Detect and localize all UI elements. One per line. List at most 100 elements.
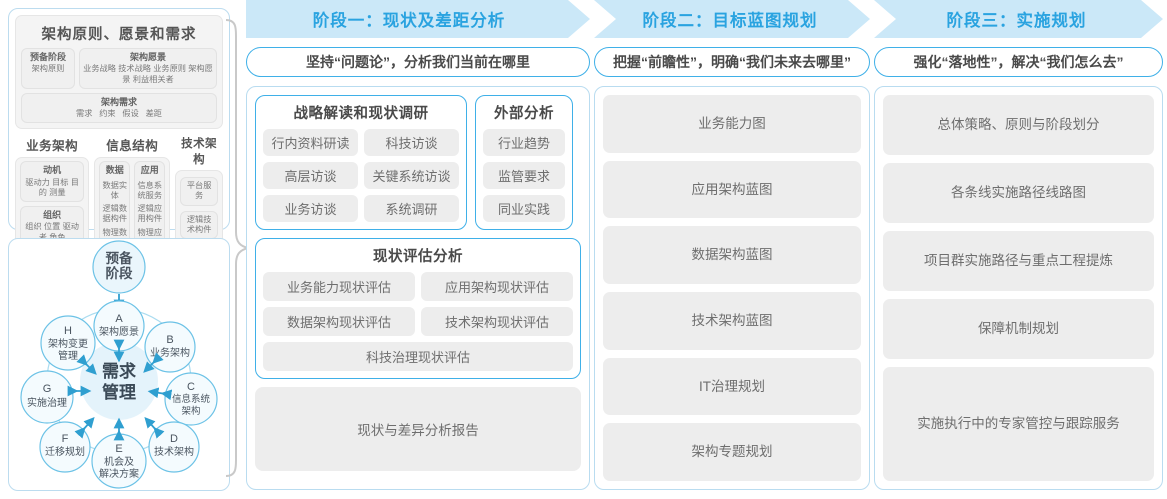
phase-2-header: 阶段二：目标蓝图规划	[594, 0, 870, 38]
chip-business-interview[interactable]: 业务访谈	[263, 195, 358, 222]
card-assurance-mechanism-planning[interactable]: 保障机制规划	[883, 298, 1154, 359]
svg-text:架构: 架构	[181, 405, 200, 417]
svg-text:F: F	[62, 433, 69, 445]
chip-industry-trend[interactable]: 行业趋势	[483, 129, 565, 156]
card-it-governance-planning[interactable]: IT治理规划	[603, 357, 861, 416]
svg-text:机会及: 机会及	[104, 455, 134, 468]
adm-cycle-diagram: 预备 阶段 需求 管理 A 架构愿景 B 业务架构 C	[20, 240, 218, 489]
phase-1-top-row: 战略解读和现状调研 行内资料研读 科技访谈 高层访谈 关键系统访谈 业务访谈 系…	[255, 95, 581, 230]
togaf-content-framework-panel: 架构原则、愿景和需求 预备阶段 架构原则 架构愿景 业务战略 技术战略 业务原则…	[8, 8, 230, 337]
motivation-items: 驱动力 目标 目的 测量	[25, 177, 79, 197]
chip-peer-practice[interactable]: 同业实践	[483, 195, 565, 222]
chip-application-architecture-assessment[interactable]: 应用架构现状评估	[421, 272, 573, 301]
architecture-vision-box: 架构愿景 业务战略 技术战略 业务原则 架构愿景 利益相关者	[79, 48, 217, 89]
architecture-vision-items: 业务战略 技术战略 业务原则 架构愿景 利益相关者	[83, 64, 213, 84]
phase-3-column: 阶段三：实施规划 强化“落地性”，解决“我们怎么去” 总体策略、原则与阶段划分 …	[874, 0, 1163, 490]
strategy-research-items: 行内资料研读 科技访谈 高层访谈 关键系统访谈 业务访谈 系统调研	[263, 129, 459, 222]
card-overall-strategy-principles-phasing[interactable]: 总体策略、原则与阶段划分	[883, 95, 1154, 155]
strategy-research-group[interactable]: 战略解读和现状调研 行内资料研读 科技访谈 高层访谈 关键系统访谈 业务访谈 系…	[255, 95, 467, 230]
svg-text:D: D	[170, 433, 178, 445]
technology-architecture-title: 技术架构	[181, 138, 218, 167]
current-state-assessment-title: 现状评估分析	[373, 249, 463, 265]
chip-data-architecture-assessment[interactable]: 数据架构现状评估	[263, 307, 415, 336]
phase-1-body: 战略解读和现状调研 行内资料研读 科技访谈 高层访谈 关键系统访谈 业务访谈 系…	[246, 86, 590, 490]
external-analysis-title: 外部分析	[494, 106, 554, 122]
phase-1-report-card[interactable]: 现状与差异分析报告	[255, 387, 581, 471]
phase-1-column: 阶段一：现状及差距分析 坚持“问题论”，分析我们当前在哪里 战略解读和现状调研 …	[246, 0, 590, 490]
organization-items: 组织 位置 驱动者 角色	[25, 222, 79, 242]
chip-technology-architecture-assessment[interactable]: 技术架构现状评估	[421, 307, 573, 336]
organization-label: 组织	[43, 210, 62, 220]
svg-text:信息系统: 信息系统	[172, 393, 211, 405]
current-state-assessment-items: 业务能力现状评估 应用架构现状评估 数据架构现状评估 技术架构现状评估 科技治理…	[263, 272, 573, 371]
prep-stage-sub: 架构原则	[31, 64, 65, 74]
data-entity-item: 数据实体	[102, 180, 128, 200]
chip-technology-governance-assessment[interactable]: 科技治理现状评估	[263, 342, 573, 371]
card-data-architecture-blueprint[interactable]: 数据架构蓝图	[603, 226, 861, 285]
motivation-label: 动机	[43, 165, 62, 176]
phase-1-header: 阶段一：现状及差距分析	[246, 0, 590, 38]
phase-3-header: 阶段三：实施规划	[874, 0, 1163, 38]
chip-internal-material-study[interactable]: 行内资料研读	[263, 129, 358, 156]
card-program-implementation-path[interactable]: 项目群实施路径与重点工程提炼	[883, 230, 1154, 291]
svg-text:B: B	[166, 334, 173, 346]
prep-stage-label: 预备阶段	[29, 52, 66, 62]
card-application-architecture-blueprint[interactable]: 应用架构蓝图	[603, 160, 861, 219]
adm-cycle-panel: 预备 阶段 需求 管理 A 架构愿景 B 业务架构 C	[8, 238, 230, 491]
svg-text:架构愿景: 架构愿景	[99, 325, 139, 338]
svg-text:C: C	[187, 381, 195, 393]
architecture-requirements-box: 架构需求 需求 约束 假设 差距	[21, 92, 217, 124]
chip-technology-interview[interactable]: 科技访谈	[364, 129, 459, 156]
logical-application-component-item: 逻辑应用构件	[137, 204, 163, 224]
chip-regulatory-requirement[interactable]: 监管要求	[483, 162, 565, 189]
card-business-line-implementation-roadmap[interactable]: 各条线实施路径线路图	[883, 162, 1154, 223]
platform-service-item: 平台服务	[180, 177, 218, 206]
svg-text:G: G	[43, 383, 52, 395]
architecture-principles-title: 架构原则、愿景和需求	[41, 27, 197, 43]
architecture-principles-group: 架构原则、愿景和需求 预备阶段 架构原则 架构愿景 业务战略 技术战略 业务原则…	[15, 15, 223, 130]
svg-text:技术架构: 技术架构	[154, 445, 194, 458]
svg-text:E: E	[115, 443, 122, 455]
architecture-requirements-label: 架构需求	[100, 96, 137, 107]
svg-text:H: H	[64, 325, 72, 337]
svg-text:解决方案: 解决方案	[99, 467, 139, 480]
phase-3-subtitle: 强化“落地性”，解决“我们怎么去”	[874, 47, 1163, 77]
phase-1-subtitle: 坚持“问题论”，分析我们当前在哪里	[246, 47, 590, 77]
card-expert-control-tracking-service[interactable]: 实施执行中的专家管控与跟踪服务	[883, 366, 1154, 482]
motivation-box: 动机 驱动力 目标 目的 测量	[20, 161, 85, 202]
svg-text:管理: 管理	[58, 349, 78, 362]
svg-text:管理: 管理	[102, 382, 136, 402]
svg-text:预备: 预备	[106, 250, 133, 266]
strategy-research-title: 战略解读和现状调研	[293, 106, 429, 122]
chip-business-capability-assessment[interactable]: 业务能力现状评估	[263, 272, 415, 301]
svg-text:架构变更: 架构变更	[48, 337, 88, 350]
phase-2-body: 业务能力图 应用架构蓝图 数据架构蓝图 技术架构蓝图 IT治理规划 架构专题规划	[594, 86, 870, 490]
svg-text:A: A	[115, 313, 123, 325]
chip-executive-interview[interactable]: 高层访谈	[263, 162, 358, 189]
phase-2-column: 阶段二：目标蓝图规划 把握“前瞻性”，明确“我们未来去哪里” 业务能力图 应用架…	[594, 0, 870, 490]
chip-key-system-interview[interactable]: 关键系统访谈	[364, 162, 459, 189]
card-architecture-topic-planning[interactable]: 架构专题规划	[603, 423, 861, 482]
business-architecture-title: 业务架构	[26, 139, 79, 154]
data-column-label: 数据	[105, 165, 124, 176]
phase-3-body: 总体策略、原则与阶段划分 各条线实施路径线路图 项目群实施路径与重点工程提炼 保…	[874, 86, 1163, 490]
svg-text:需求: 需求	[102, 361, 136, 381]
chip-system-research[interactable]: 系统调研	[364, 195, 459, 222]
svg-text:实施治理: 实施治理	[27, 396, 67, 409]
information-structure-title: 信息结构	[106, 139, 159, 154]
external-analysis-group[interactable]: 外部分析 行业趋势 监管要求 同业实践	[475, 95, 573, 230]
application-column-label: 应用	[140, 165, 159, 176]
logical-data-component-item: 逻辑数据构件	[102, 204, 128, 224]
prep-stage-box: 预备阶段 架构原则	[21, 48, 75, 89]
card-business-capability-map[interactable]: 业务能力图	[603, 95, 861, 153]
left-column: 架构原则、愿景和需求 预备阶段 架构原则 架构愿景 业务战略 技术战略 业务原则…	[8, 8, 230, 491]
external-analysis-items: 行业趋势 监管要求 同业实践	[483, 129, 565, 222]
architecture-vision-label: 架构愿景	[129, 52, 166, 62]
current-state-assessment-group[interactable]: 现状评估分析 业务能力现状评估 应用架构现状评估 数据架构现状评估 技术架构现状…	[255, 238, 581, 379]
card-technology-architecture-blueprint[interactable]: 技术架构蓝图	[603, 292, 861, 350]
svg-text:迁移规划: 迁移规划	[45, 445, 85, 458]
information-system-service-item: 信息系统服务	[137, 180, 163, 200]
svg-text:阶段: 阶段	[106, 265, 133, 281]
architecture-requirements-items: 需求 约束 假设 差距	[76, 109, 162, 118]
